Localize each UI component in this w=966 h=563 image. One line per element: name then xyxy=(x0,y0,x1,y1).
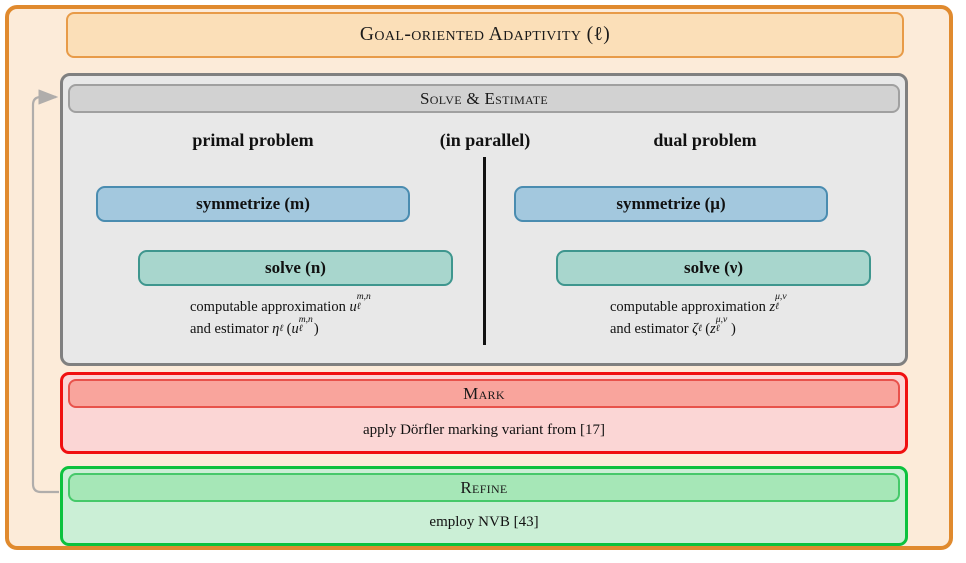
in-parallel-heading: (in parallel) xyxy=(439,130,531,150)
solve-and-estimate-header: Solve & Estimate xyxy=(68,84,900,113)
refine-description: employ NVB [43] xyxy=(429,513,539,530)
mark-title: Mark xyxy=(463,383,505,403)
dual-symmetrize-step[interactable]: symmetrize (μ) xyxy=(514,186,828,222)
parallel-divider-line xyxy=(483,157,486,345)
primal-solve-step[interactable]: solve (n) xyxy=(138,250,453,286)
mark-header: Mark xyxy=(68,379,900,408)
primal-symmetrize-step[interactable]: symmetrize (m) xyxy=(96,186,410,222)
mark-description: apply Dörfler marking variant from [17] xyxy=(363,421,605,438)
dual-solve-step[interactable]: solve (ν) xyxy=(556,250,871,286)
solve-and-estimate-title: Solve & Estimate xyxy=(420,88,548,108)
refine-header: Refine xyxy=(68,473,900,502)
primal-column-heading: primal problem xyxy=(192,130,314,150)
dual-column-heading: dual problem xyxy=(653,130,757,150)
refine-title: Refine xyxy=(460,477,508,497)
page-title: Goal-oriented Adaptivity (ℓ) xyxy=(359,24,611,45)
diagram-title-box: Goal-oriented Adaptivity (ℓ) xyxy=(66,12,904,58)
